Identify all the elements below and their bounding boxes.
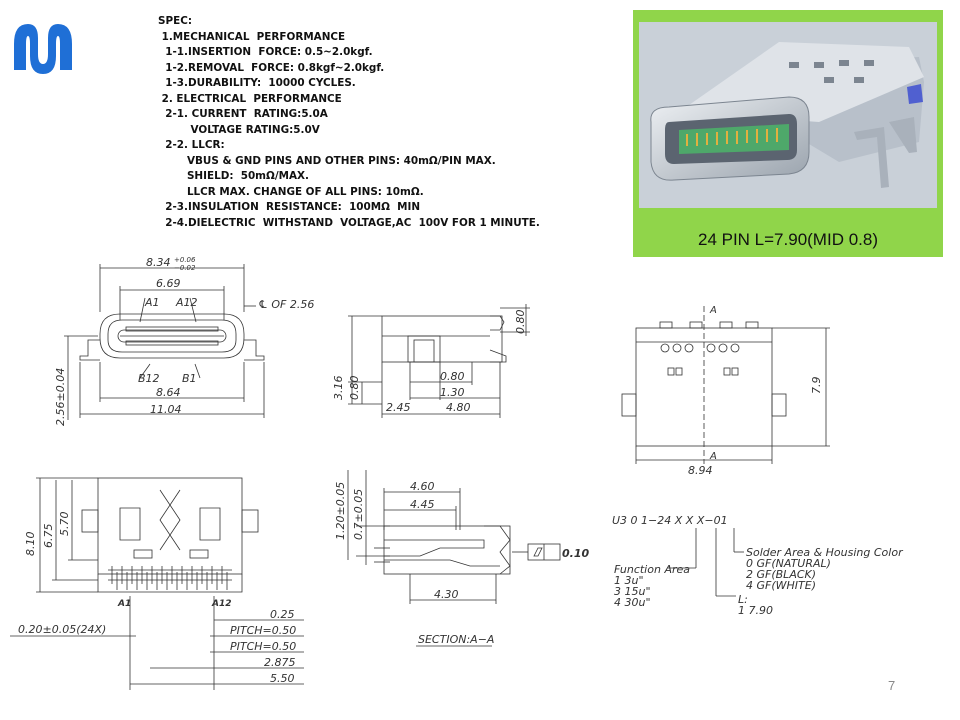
spec-line: 2. ELECTRICAL PERFORMANCE: [158, 92, 342, 105]
dim-0-20: 0.20±0.05(24X): [18, 623, 106, 636]
dim-8-10: 8.10: [24, 532, 37, 557]
front-view: [64, 264, 265, 420]
solder-opt-4: 4 GF(WHITE): [746, 579, 816, 592]
page-number: 7: [888, 678, 896, 693]
spec-line: VOLTAGE RATING:5.0V: [158, 123, 320, 136]
photo-caption: 24 PIN L=7.90(MID 0.8): [697, 230, 878, 249]
spec-line: VBUS & GND PINS AND OTHER PINS: 40mΩ/PIN…: [158, 154, 496, 167]
part-number-code: U3 0 1−24 X X X−01: [612, 514, 728, 527]
spec-line: SHIELD: 50mΩ/MAX.: [158, 170, 309, 182]
section-title: SECTION:A−A: [418, 633, 494, 646]
dim-1-30: 1.30: [440, 386, 465, 399]
dim-tol-plus: +0.06: [174, 256, 196, 264]
top-view: [621, 306, 830, 464]
dim-3-16: 3.16: [332, 376, 345, 401]
bottom-view: [10, 477, 304, 690]
dim-2-56: 2.56±0.04: [54, 368, 67, 426]
spec-line: 2-1. CURRENT RATING:5.0A: [158, 108, 328, 120]
function-area-title: Function Area: [614, 563, 690, 576]
dim-pitch-1: PITCH=0.50: [230, 624, 296, 637]
spec-line: 1-3.DURABILITY: 10000 CYCLES.: [158, 77, 356, 89]
label-a12: A12: [175, 296, 198, 309]
spec-line: 1.MECHANICAL PERFORMANCE: [158, 30, 346, 43]
spec-line: 2-2. LLCR:: [158, 139, 225, 151]
dim-5-70: 5.70: [58, 512, 71, 537]
dim-4-60: 4.60: [410, 480, 435, 493]
spec-line: 2-4.DIELECTRIC WITHSTAND VOLTAGE,AC 100V…: [158, 216, 540, 229]
spec-line: LLCR MAX. CHANGE OF ALL PINS: 10mΩ.: [158, 185, 424, 198]
section-view: [347, 470, 561, 647]
label-bottom-a12: A12: [211, 599, 232, 609]
dim-2-875: 2.875: [264, 656, 296, 669]
spec-line: 1-1.INSERTION FORCE: 0.5~2.0kgf.: [158, 46, 373, 58]
dim-0-80-top: 0.80: [514, 310, 527, 335]
dim-5-50: 5.50: [270, 672, 295, 685]
connector-render: [639, 22, 937, 208]
dim-4-30: 4.30: [434, 588, 459, 601]
dim-6-69: 6.69: [156, 277, 181, 290]
dim-8-64: 8.64: [156, 386, 181, 399]
label-a1: A1: [144, 296, 160, 309]
dim-8-34: 8.34: [146, 256, 171, 269]
dim-8-94: 8.94: [688, 464, 713, 477]
bottom-pin-row: [108, 566, 232, 590]
spec-line: 1-2.REMOVAL FORCE: 0.8kgf~2.0kgf.: [158, 61, 385, 74]
dim-0-80-bottom: 0.80: [440, 370, 465, 383]
dim-7-9: 7.9: [810, 377, 823, 395]
dim-1-20: 1.20±0.05: [334, 482, 347, 540]
length-opt-1: 1 7.90: [738, 604, 773, 617]
spec-block: SPEC: 1.MECHANICAL PERFORMANCE 1-1.INSER…: [158, 14, 540, 231]
dim-0-7: 0.7±0.05: [352, 489, 365, 540]
dim-4-45: 4.45: [410, 498, 435, 511]
company-logo: [14, 24, 72, 74]
dim-0-80-side: 0.80: [348, 376, 361, 401]
solder-opt-0: 0 GF(NATURAL): [746, 557, 831, 570]
top-view-holes: [660, 343, 740, 376]
dim-4-80: 4.80: [446, 401, 471, 414]
side-view: [348, 304, 530, 418]
dim-6-75: 6.75: [42, 524, 55, 549]
spec-line: SPEC:: [158, 15, 192, 27]
flatness-value: 0.10: [562, 547, 589, 560]
section-mark-a-bottom: A: [709, 451, 717, 462]
dim-2-45: 2.45: [386, 401, 411, 414]
function-opt-3: 3 15u": [614, 585, 651, 598]
solder-opt-2: 2 GF(BLACK): [746, 568, 816, 581]
dim-11-04: 11.04: [150, 403, 182, 416]
product-photo-panel: 24 PIN L=7.90(MID 0.8): [633, 10, 943, 257]
spec-line: 2-3.INSULATION RESISTANCE: 100MΩ MIN: [158, 201, 421, 213]
dim-0-25: 0.25: [270, 608, 295, 621]
solder-area-title: Solder Area & Housing Color: [746, 546, 904, 559]
length-title: L:: [738, 593, 748, 606]
dim-tol-minus: −0.02: [174, 264, 196, 272]
function-opt-1: 1 3u": [614, 574, 644, 587]
part-number-tree: [668, 528, 744, 597]
label-centerline: ℄ OF 2.56: [258, 298, 314, 311]
label-bottom-a1: A1: [117, 599, 131, 609]
function-opt-4: 4 30u": [614, 596, 651, 609]
dim-pitch-2: PITCH=0.50: [230, 640, 296, 653]
section-mark-a-top: A: [709, 305, 717, 316]
label-b12: B12: [138, 372, 160, 385]
label-b1: B1: [182, 372, 197, 385]
